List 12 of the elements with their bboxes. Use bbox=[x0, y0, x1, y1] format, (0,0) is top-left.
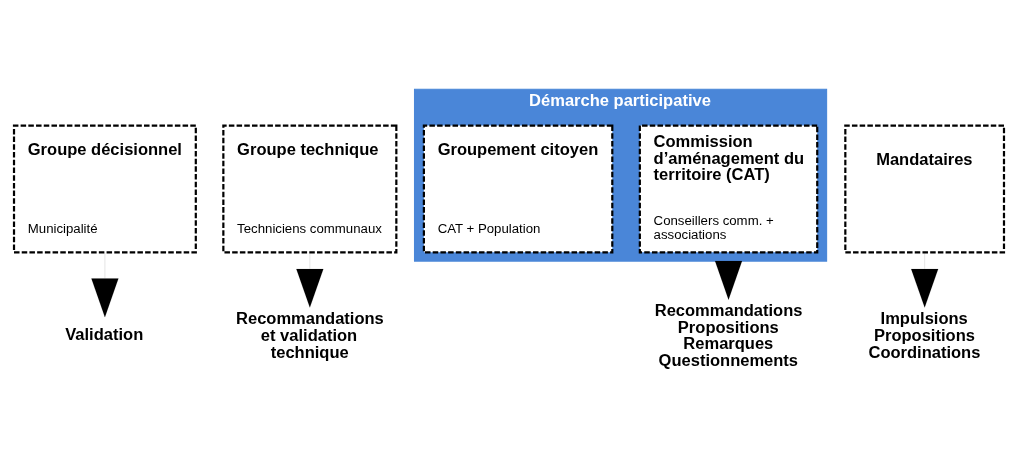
node-box: Commission d’aménagement du territoire (CAT) Conseillers comm. + associations bbox=[638, 124, 819, 254]
node-text: Impulsions Propositions Coordinations bbox=[868, 309, 981, 362]
arrow bbox=[296, 252, 324, 308]
node-box: Groupe technique Techniciens communaux bbox=[222, 124, 398, 254]
arrow bbox=[911, 252, 939, 308]
node-box: Mandataires bbox=[844, 124, 1006, 254]
node-text: Recommandations Propositions Remarques Questionnements bbox=[654, 301, 803, 370]
node-text: Validation bbox=[65, 324, 144, 344]
node-box: Groupe décisionnel Municipalité bbox=[12, 124, 197, 254]
node-text: Recommandations et validation technique bbox=[236, 309, 384, 362]
node-box: Groupement citoyen CAT + Population bbox=[422, 124, 614, 254]
arrow bbox=[91, 252, 119, 318]
